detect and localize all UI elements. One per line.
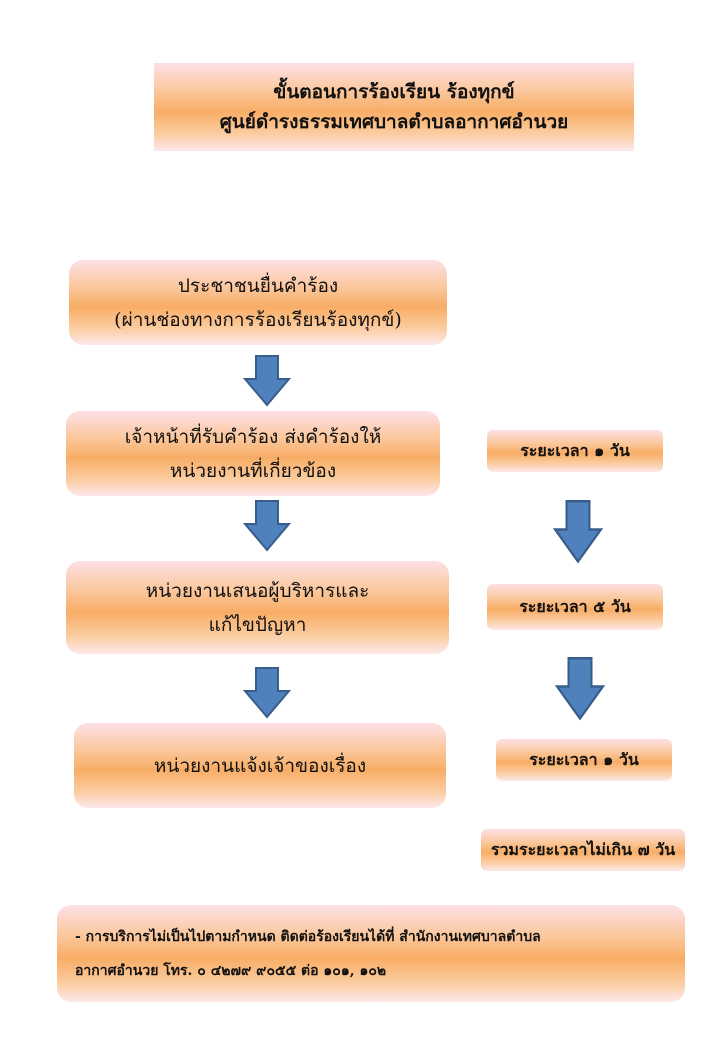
contact-note-line-1: - การบริการไม่เป็นไปตามกำหนด ติดต่อร้องเ…: [75, 928, 541, 945]
down-arrow-icon: [243, 500, 291, 552]
step-1-line-1: ประชาชนยื่นคำร้อง: [177, 274, 339, 297]
title-line-1: ขั้นตอนการร้องเรียน ร้องทุกข์: [273, 81, 515, 103]
step-box-receive-forward: เจ้าหน้าที่รับคำร้อง ส่งคำร้องให้ หน่วยง…: [66, 411, 440, 496]
total-duration-box: รวมระยะเวลาไม่เกิน ๗ วัน: [481, 829, 685, 871]
step-box-notify-owner: หน่วยงานแจ้งเจ้าของเรื่อง: [74, 723, 446, 808]
diagram-title: ขั้นตอนการร้องเรียน ร้องทุกข์ ศูนย์ดำรงธ…: [154, 63, 634, 151]
step-3-line-1: หน่วยงานเสนอผู้บริหารและ: [145, 579, 370, 602]
down-arrow-icon: [553, 500, 603, 564]
step-3-line-2: แก้ไขปัญหา: [208, 613, 307, 636]
contact-note-line-2: อากาศอำนวย โทร. ๐ ๔๒๗๙ ๙๐๕๕ ต่อ ๑๐๑, ๑๐๒: [75, 962, 387, 979]
contact-note-box: - การบริการไม่เป็นไปตามกำหนด ติดต่อร้องเ…: [57, 905, 685, 1002]
step-2-line-1: เจ้าหน้าที่รับคำร้อง ส่งคำร้องให้: [124, 425, 382, 448]
down-arrow-icon: [243, 355, 291, 407]
duration-box-3: ระยะเวลา ๑ วัน: [496, 739, 672, 781]
duration-box-1: ระยะเวลา ๑ วัน: [487, 430, 663, 472]
duration-label: ระยะเวลา ๑ วัน: [520, 440, 630, 460]
down-arrow-icon: [555, 657, 605, 721]
step-box-submit-complaint: ประชาชนยื่นคำร้อง (ผ่านช่องทางการร้องเรี…: [69, 260, 447, 345]
step-box-propose-solve: หน่วยงานเสนอผู้บริหารและ แก้ไขปัญหา: [66, 561, 449, 654]
duration-label: ระยะเวลา ๑ วัน: [529, 749, 639, 769]
total-duration-label: รวมระยะเวลาไม่เกิน ๗ วัน: [490, 839, 676, 859]
duration-label: ระยะเวลา ๕ วัน: [519, 596, 631, 616]
step-2-line-2: หน่วยงานที่เกี่ยวข้อง: [169, 459, 337, 482]
title-line-2: ศูนย์ดำรงธรรมเทศบาลตำบลอากาศอำนวย: [219, 111, 569, 133]
step-4-line-1: หน่วยงานแจ้งเจ้าของเรื่อง: [153, 754, 367, 777]
duration-box-2: ระยะเวลา ๕ วัน: [487, 584, 663, 630]
down-arrow-icon: [243, 667, 291, 719]
step-1-line-2: (ผ่านช่องทางการร้องเรียนร้องทุกข์): [114, 308, 402, 331]
